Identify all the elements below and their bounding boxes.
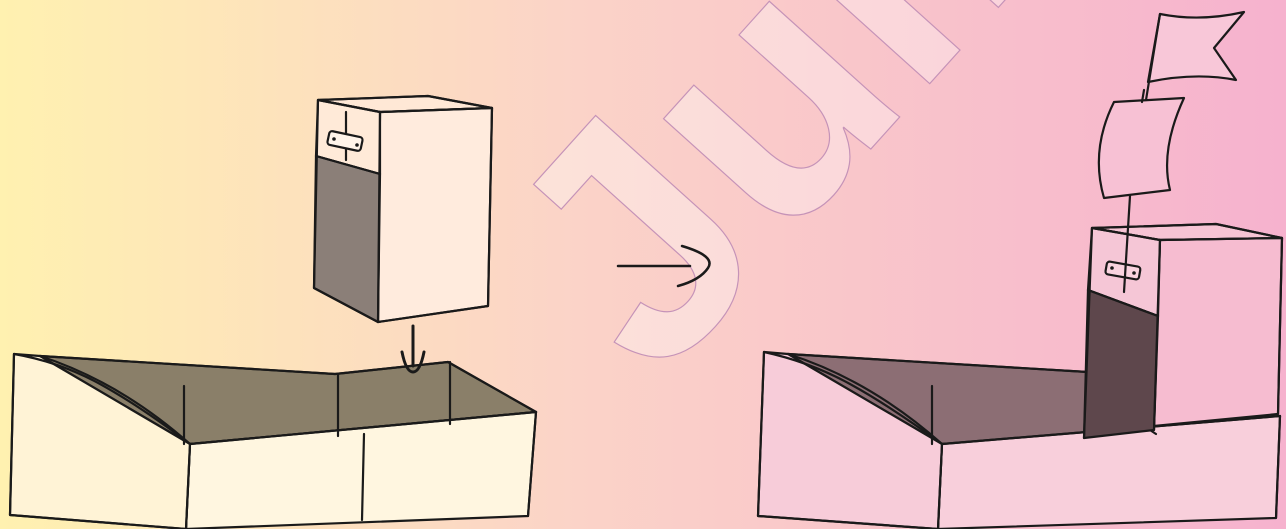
left-base-box xyxy=(10,354,536,529)
cabin-front-face xyxy=(378,108,492,322)
left-cabin-box xyxy=(314,96,492,322)
right-cabin-front xyxy=(1154,238,1282,426)
